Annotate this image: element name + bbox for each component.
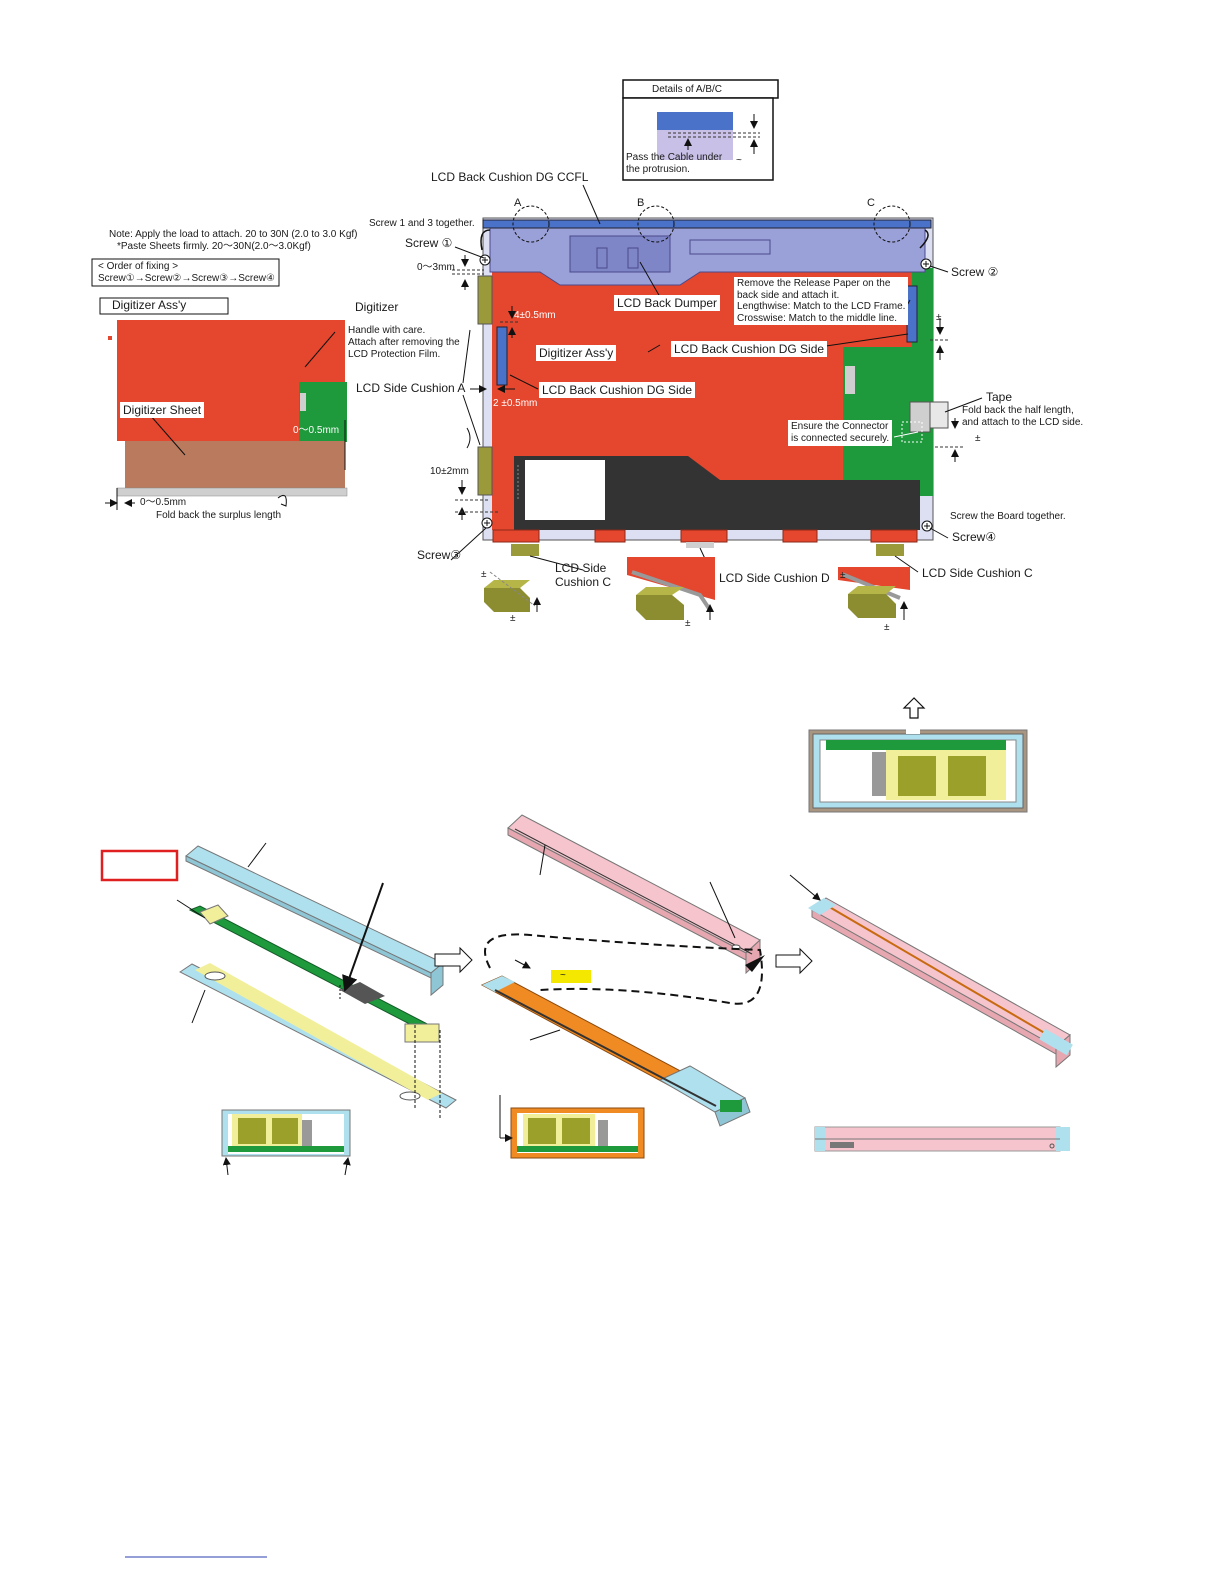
- back-cushion-side-left: [496, 326, 508, 386]
- detail-frame: [657, 130, 733, 160]
- screw-2-label: Screw ②: [951, 265, 999, 279]
- up-arrow-icon: [902, 697, 926, 719]
- release-line-4: Crosswise: Match to the middle line.: [737, 312, 898, 324]
- handle-line-1: Handle with care.: [348, 325, 426, 336]
- lcd-back-cushion-ccfl: [482, 219, 932, 229]
- dim-2: 2 ±0.5mm: [493, 398, 538, 409]
- next-arrow-icon: [434, 946, 473, 974]
- side-cushion-c1-line2: Cushion C: [555, 575, 612, 589]
- fold-back-note: Fold back the surplus length: [156, 510, 282, 521]
- lcd-dark-panel: [514, 456, 920, 530]
- cross-section-top: [808, 728, 1028, 813]
- details-note-2: the protrusion.: [626, 164, 690, 175]
- note-line-2: *Paste Sheets firmly. 20〜30N(2.0〜3.0Kgf): [117, 241, 311, 252]
- note-line-1: Note: Apply the load to attach. 20 to 30…: [109, 229, 358, 240]
- release-line-3: Lengthwise: Match to the LCD Frame.: [737, 301, 906, 312]
- back-cushion-side-right: [906, 285, 918, 343]
- marker-c: C: [867, 197, 875, 209]
- back-cushion-side-label-2: LCD Back Cushion DG Side: [539, 382, 696, 398]
- side-cushion-c1-line1: LCD Side: [555, 561, 607, 575]
- dim-10: 10±2mm: [430, 466, 469, 477]
- dim-right: 0〜0.5mm: [293, 425, 340, 436]
- cross-section-left: [221, 1109, 351, 1176]
- tape-label: Tape: [986, 390, 1013, 404]
- details-tilde: ~: [736, 155, 742, 166]
- pm-7: ±: [884, 622, 890, 633]
- dim-4: 4±0.5mm: [514, 310, 556, 321]
- yellow-tag: [551, 970, 591, 983]
- connector-line-2: is connected securely.: [791, 433, 890, 444]
- next-arrow-icon-2: [775, 947, 813, 975]
- left-digitizer: Digitizer: [355, 300, 399, 314]
- ccfl-cushion-label: LCD Back Cushion DG CCFL: [431, 170, 589, 184]
- lcd-back-dumper-label: LCD Back Dumper: [614, 295, 721, 311]
- left-digitizer-assy: Digitizer Ass'y: [112, 298, 187, 312]
- detail-cushion: [657, 112, 733, 130]
- pm-2: ±: [975, 433, 981, 444]
- release-line-1: Remove the Release Paper on the: [737, 278, 891, 289]
- details-title: Details of A/B/C: [652, 84, 723, 95]
- yellow-tag-text: ~: [560, 970, 566, 981]
- connector-line-1: Ensure the Connector: [791, 421, 889, 432]
- exploded-view-middle: [480, 814, 765, 1127]
- back-cushion-side-label-1: LCD Back Cushion DG Side: [671, 341, 828, 357]
- handle-line-2: Attach after removing the: [348, 337, 460, 348]
- connector-note: Ensure the Connector is connected secure…: [788, 420, 893, 446]
- tape-note-1: Fold back the half length,: [962, 405, 1074, 416]
- digitizer-sheet: [117, 441, 345, 488]
- cushion-c-detail-right: [838, 567, 910, 622]
- pm-3: ±: [481, 569, 487, 580]
- screw-3-label: Screw③: [417, 548, 462, 562]
- digitizer-sheet-label: Digitizer Sheet: [120, 402, 205, 418]
- handle-line-3: LCD Protection Film.: [348, 349, 441, 360]
- screw-4-label: Screw④: [952, 530, 997, 544]
- red-label-frame: [100, 849, 179, 882]
- screw-1-label: Screw ①: [405, 236, 453, 250]
- side-cushion-c2-label: LCD Side Cushion C: [922, 566, 1033, 580]
- order-title: < Order of fixing >: [98, 261, 179, 272]
- screw-board-note: Screw the Board together.: [950, 511, 1066, 522]
- marker-a: A: [514, 197, 522, 209]
- pm-6: ±: [840, 570, 846, 581]
- release-note: Remove the Release Paper on the back sid…: [734, 277, 909, 325]
- pm-5: ±: [685, 618, 691, 629]
- screw-1-3-note: Screw 1 and 3 together.: [369, 218, 475, 229]
- lcd-assembly: [450, 184, 983, 579]
- digitizer-assy-drawing: [91, 258, 348, 510]
- release-line-2: back side and attach it.: [737, 289, 840, 301]
- digitizer-board: [299, 382, 347, 442]
- pm-4: ±: [510, 613, 516, 624]
- tape-note-2: and attach to the LCD side.: [962, 417, 1084, 428]
- side-cushion-a-label: LCD Side Cushion A: [356, 381, 466, 395]
- order-steps: Screw①→Screw②→Screw③→Screw④: [98, 273, 275, 284]
- main-digitizer-assy: Digitizer Ass'y: [536, 345, 617, 361]
- cushion-c-detail-left: [478, 567, 541, 622]
- exploded-view-left: [176, 842, 457, 1118]
- marker-b: B: [637, 197, 645, 209]
- dim-bottom: 0〜0.5mm: [140, 497, 187, 508]
- dim-0-3: 0〜3mm: [417, 262, 455, 273]
- cushion-d-detail: [627, 557, 715, 627]
- pm-1: ±: [936, 312, 942, 323]
- cross-section-middle: [499, 1095, 645, 1159]
- details-note-1: Pass the Cable under: [626, 152, 723, 163]
- finished-assembly: [789, 874, 1073, 1152]
- details-box: [622, 79, 779, 181]
- side-cushion-d-label: LCD Side Cushion D: [719, 571, 830, 585]
